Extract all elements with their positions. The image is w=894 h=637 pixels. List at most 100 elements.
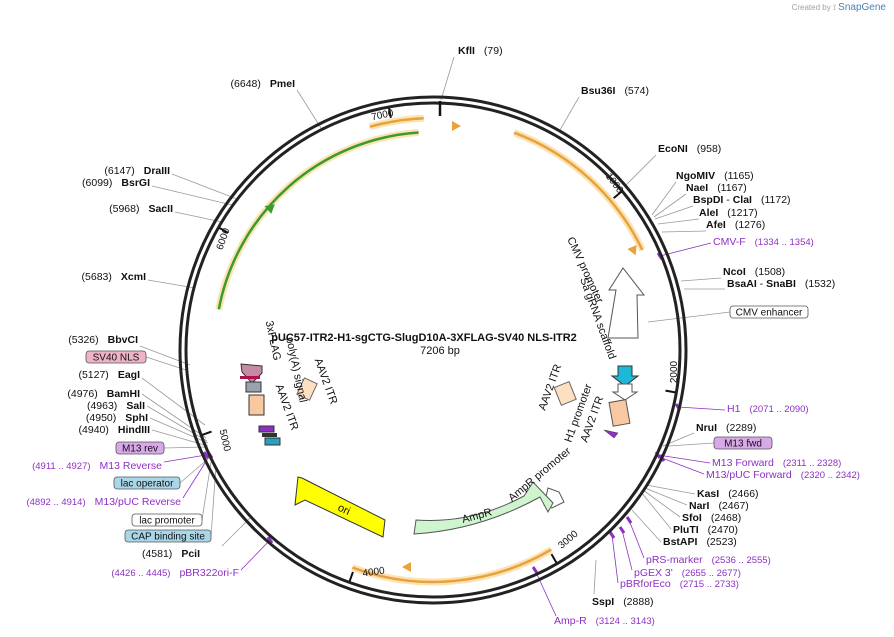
enzyme-label: (4963)SalI — [87, 400, 145, 412]
enzyme-leader — [149, 417, 209, 444]
enzyme-name: HindIII — [118, 424, 150, 436]
aav2-itr-inner-right — [553, 381, 577, 406]
enzyme-label: EcoNI(958) — [658, 143, 721, 155]
enzyme-name: SacII — [148, 203, 173, 215]
enzyme-position: (2523) — [706, 536, 736, 548]
enzyme-name: PmeI — [270, 78, 295, 90]
primer-label: Amp-R(3124 .. 3143) — [554, 615, 655, 627]
enzyme-name: SfoI — [682, 512, 702, 524]
primer-leader — [628, 519, 645, 559]
plasmid-size: 7206 bp — [420, 345, 460, 357]
enzyme-leader — [661, 230, 707, 233]
enzyme-label: (6648)PmeI — [231, 78, 296, 90]
enzyme-label: (4940) HindIII — [79, 424, 151, 436]
enzyme-name: NarI — [689, 500, 710, 512]
tick-label: 5000 — [217, 428, 233, 453]
sv40-nls-arrow — [240, 363, 263, 384]
enzyme-position: (1508) — [755, 266, 785, 278]
enzyme-label: (4976)BamHI — [67, 388, 140, 400]
primer-name: H1 — [727, 403, 741, 415]
tick-label: 2000 — [669, 360, 680, 383]
enzyme-leader — [680, 277, 722, 282]
primer-range: (2536 .. 2555) — [712, 555, 771, 566]
enzyme-name: NruI — [696, 422, 717, 434]
enzyme-leader — [631, 509, 662, 543]
feature-box — [124, 529, 212, 543]
enzyme-position: (2467) — [718, 500, 748, 512]
primer-label: (4911 .. 4927)M13 Reverse — [32, 460, 162, 472]
primer-range: (4892 .. 4914) — [26, 497, 85, 508]
primer-name: M13 Forward — [712, 457, 774, 469]
primer-leader — [534, 569, 557, 617]
tick-mark — [218, 227, 229, 234]
enzyme-name: SspI — [592, 596, 614, 608]
feature-leader — [179, 457, 210, 484]
feature-leader — [667, 442, 715, 447]
primer-label: pRS-marker (2536 .. 2555) — [646, 554, 771, 566]
enzyme-label: BspDI - ClaI(1172) — [693, 194, 791, 206]
primer-name: M13 Reverse — [100, 460, 163, 472]
enzyme-leader — [645, 484, 696, 495]
primer-leader — [661, 457, 705, 475]
enzyme-position: (6099) — [82, 177, 112, 189]
orange-arc-bottom — [351, 548, 552, 584]
enzyme-position: (1172) — [761, 194, 791, 206]
enzyme-leader — [642, 489, 681, 518]
enzyme-position: (1217) — [727, 207, 757, 219]
enzyme-name: BsaAI — [727, 278, 757, 290]
enzyme-position: (1165) — [724, 170, 754, 182]
enzyme-position: (1167) — [717, 182, 747, 194]
enzyme-position: (79) — [484, 45, 503, 57]
enzyme-name: KflI — [458, 45, 475, 57]
enzyme-label: NarI (2467) — [689, 500, 749, 512]
primer-range: (4426 .. 4445) — [111, 568, 170, 579]
primer-label: CMV-F(1334 .. 1354) — [713, 236, 814, 248]
credit-brand: SnapGene — [838, 2, 886, 13]
arrowhead-icon — [402, 562, 411, 572]
enzyme-name: ClaI — [733, 194, 752, 206]
green-arc-halo — [215, 129, 419, 310]
tick-label: 4000 — [362, 565, 386, 579]
enzyme-name: KasI — [697, 488, 719, 500]
enzyme-label: KflI (79) — [458, 45, 503, 57]
tick-mark — [613, 190, 622, 199]
primer-leader — [677, 406, 726, 411]
enzyme-name: SalI — [126, 400, 145, 412]
sv40-nls-mark — [240, 376, 260, 379]
feature-arcs — [215, 114, 646, 586]
enzyme-position: (4940) — [79, 424, 109, 436]
enzyme-position: (574) — [624, 85, 649, 97]
enzyme-name: BstAPI — [663, 536, 698, 548]
primer-name: pRS-marker — [646, 554, 703, 566]
enzyme-label: BstAPI (2523) — [663, 536, 737, 548]
primer-site-mark — [266, 536, 274, 544]
snapgene-credit: Created by ⟟ SnapGene — [792, 2, 886, 13]
feature-box — [729, 305, 809, 319]
primer-label: (4426 .. 4445)pBR322ori-F — [111, 567, 239, 579]
enzyme-leader — [141, 393, 207, 439]
enzyme-leader — [657, 218, 700, 225]
feature-box — [113, 476, 181, 490]
ampr-arrow — [413, 481, 554, 535]
backbone-outer-ring — [178, 95, 688, 605]
primer-leader — [240, 539, 271, 571]
feature-box-label: lac promoter — [139, 516, 195, 527]
enzyme-position: (2289) — [726, 422, 756, 434]
enzyme-label: NgoMIV(1165) — [676, 170, 754, 182]
enzyme-leader — [653, 193, 687, 218]
enzyme-separator: - — [757, 278, 766, 290]
enzyme-label: (5683)XcmI — [82, 271, 147, 283]
enzyme-name: DraIII — [144, 165, 170, 177]
enzyme-name: NaeI — [686, 182, 708, 194]
enzyme-leader — [625, 154, 657, 186]
primer-site-mark — [618, 526, 626, 534]
enzyme-position: (6147) — [104, 165, 134, 177]
enzyme-name: BamHI — [107, 388, 140, 400]
enzyme-name: AleI — [699, 207, 718, 219]
tick-mark — [665, 389, 676, 394]
tick-label: 7000 — [370, 108, 394, 123]
primer-leader — [611, 534, 619, 584]
enzyme-label: SspI(2888) — [592, 596, 654, 608]
